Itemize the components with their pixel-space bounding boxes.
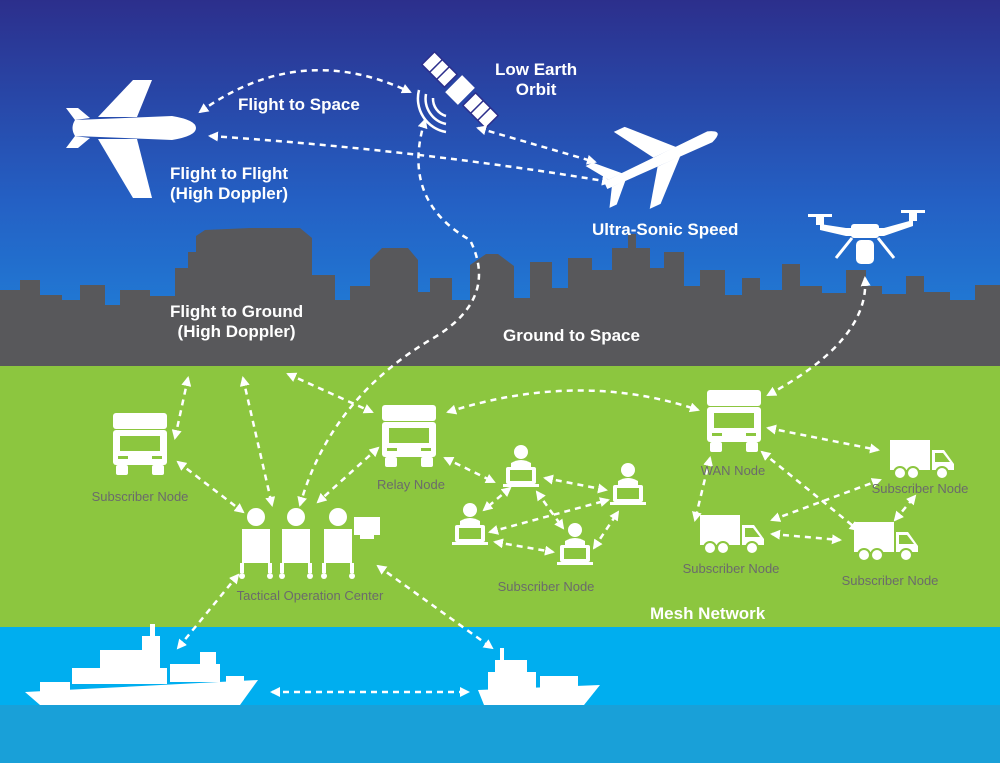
airplane-icon	[66, 80, 196, 198]
patrol-boat-icon	[478, 648, 600, 705]
mesh-network-label: Mesh Network	[650, 604, 766, 623]
link-wan-to-van-top	[766, 424, 880, 454]
subscriber-node-label: Subscriber Node	[497, 579, 595, 594]
subscriber-node-label: Subscriber Node	[682, 561, 780, 576]
subscriber-node-label: Subscriber Node	[841, 573, 939, 588]
link-van-left-to-van-top	[770, 478, 882, 522]
warship-icon	[25, 624, 258, 705]
link-relay-to-toc	[316, 446, 380, 504]
link-drone-to-wan	[766, 276, 871, 397]
flight-to-ground-label: Flight to Ground (High Doppler)	[170, 302, 304, 342]
subscriber-node-label: Subscriber Node	[91, 489, 189, 504]
link-laptop-3-2	[488, 497, 610, 535]
link-flight-to-flight	[208, 131, 612, 186]
link-laptop-3-4	[493, 538, 555, 556]
fighter-jet-icon	[585, 126, 718, 209]
city-skyline	[0, 228, 1000, 366]
link-van-left-to-van-bottom	[770, 529, 842, 545]
link-flight-to-space	[198, 68, 412, 114]
wan-node-label: WAN Node	[700, 463, 766, 478]
relay-node-label: Relay Node	[377, 477, 445, 492]
link-satellite-to-jet	[476, 125, 597, 165]
link-relay-to-wan	[446, 389, 700, 415]
link-relay-to-laptop	[443, 456, 496, 484]
signal-waves-icon	[416, 89, 447, 134]
link-subscriber-to-toc	[176, 460, 245, 514]
subscriber-node-label: Subscriber Node	[871, 481, 969, 496]
link-toc-to-patrol	[376, 564, 494, 650]
link-toc-to-warship	[176, 573, 240, 650]
tactical-operation-center-icon	[239, 508, 380, 579]
link-van-bottom-to-van-top	[893, 494, 917, 522]
low-earth-orbit-label: Low Earth Orbit	[495, 60, 578, 100]
link-air-to-relay	[286, 372, 374, 414]
ultra-sonic-speed-label: Ultra-Sonic Speed	[592, 220, 739, 239]
ground-to-space-label: Ground to Space	[503, 326, 640, 345]
connection-links	[171, 68, 917, 697]
flight-to-space-label: Flight to Space	[238, 95, 360, 114]
flight-to-flight-label: Flight to Flight (High Doppler)	[170, 164, 289, 204]
drone-icon	[808, 210, 925, 264]
sea-deep	[0, 705, 1000, 763]
tactical-operation-center-label: Tactical Operation Center	[236, 588, 384, 603]
satellite-icon	[420, 50, 500, 130]
link-laptop-4-2	[592, 510, 620, 550]
link-laptop-1-3	[482, 486, 512, 512]
